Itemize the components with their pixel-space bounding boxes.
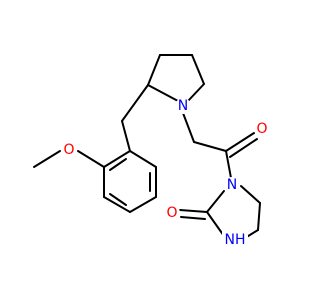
bond-carbonyl-n — [225, 150, 232, 179]
bond-ar-double-2 — [109, 193, 127, 206]
atom-o-methoxy: O — [63, 142, 74, 158]
bond-ar-double-3 — [109, 158, 127, 171]
atom-n-imid-1: N — [227, 177, 237, 193]
bond-urea-o-2 — [180, 216, 206, 220]
bond-c2-c3 — [147, 54, 161, 86]
bond-c4-c5 — [191, 54, 205, 85]
label-bg-o-urea — [164, 205, 180, 221]
bond-n1-c5 — [240, 185, 261, 204]
bonds — [33, 54, 261, 239]
bond-ch2-aryl — [121, 120, 131, 152]
molecule-structure: N O O N O NH — [33, 54, 270, 249]
label-bg-o-methoxy — [61, 142, 77, 158]
bond-carbonyl-o-1 — [225, 132, 255, 152]
bond-c2-ch2 — [121, 84, 149, 122]
bond-c5-c4 — [257, 202, 261, 231]
bond-linker-carbonyl — [193, 141, 227, 152]
label-bg-o-amide — [254, 121, 270, 137]
bond-ar3-ar4 — [129, 196, 157, 213]
bond-ar4-ar5 — [103, 196, 131, 213]
bond-c2-n1 — [206, 190, 225, 213]
bond-carbonyl-o-2 — [229, 138, 258, 158]
label-bg-nh-imid — [222, 231, 248, 249]
atom-labels: N O O N O NH — [61, 98, 270, 249]
bond-n3-c2 — [206, 211, 225, 237]
bond-c5-n — [187, 83, 205, 102]
label-bg-n-pyrrolidine — [175, 98, 191, 114]
bond-o-methyl — [33, 150, 61, 168]
bond-n-linker — [182, 112, 195, 143]
bond-n-c2 — [147, 84, 179, 102]
atom-n-pyrrolidine: N — [178, 98, 188, 114]
atom-nh-imid: NH — [225, 232, 246, 248]
atom-o-amide: O — [256, 121, 267, 137]
bond-aryl-o — [77, 150, 105, 168]
bond-urea-o-1 — [179, 209, 208, 213]
bond-ar6-ar1 — [103, 150, 131, 168]
atom-o-urea: O — [166, 205, 177, 221]
bond-ar1-ar2 — [129, 150, 157, 168]
label-bg-n-imid-1 — [224, 177, 240, 193]
